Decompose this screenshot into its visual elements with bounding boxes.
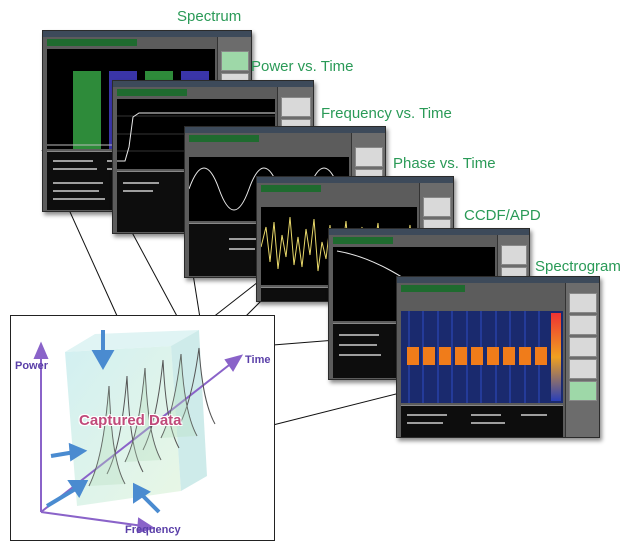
capture-arrows [45,330,161,514]
spectrogram-softkeys [565,283,599,437]
spectrum-label: Spectrum [177,8,242,25]
frequency-vs-time-label: Frequency vs. Time [321,105,452,122]
spectrum-bar [73,71,101,149]
spectrogram-bursts [407,347,547,365]
power-axis-label: Power [15,360,49,372]
window-header [261,185,321,192]
window-titlebar [257,177,453,183]
spectral-traces [88,347,216,487]
window-titlebar [43,31,251,37]
time-axis-label: Time [245,354,271,366]
spectrogram-screenshot [396,276,600,438]
power-trace [117,112,275,162]
spectrogram-plot [401,311,563,403]
phase-vs-time-label: Phase vs. Time [393,155,496,172]
spectrogram-info [401,405,563,437]
spectrogram-label: Spectrogram [535,258,621,275]
capture-slab [65,346,181,506]
ccdf-apd-label: CCDF/APD [464,207,541,224]
captured-data-illustration [33,330,244,534]
window-titlebar [397,277,599,283]
window-header [117,89,187,96]
captured-data-diagram: Power Time Frequency Captured Data [10,315,275,541]
spectrogram-color-scale [551,313,561,401]
power-vs-time-label: Power vs. Time [251,58,354,75]
window-titlebar [329,229,529,235]
frequency-axis [40,511,144,527]
window-titlebar [185,127,385,133]
window-header [333,237,393,244]
window-titlebar [113,81,313,87]
window-header [47,39,137,46]
window-header [189,135,259,142]
window-header [401,285,465,292]
captured-data-label: Captured Data [79,412,182,429]
frequency-axis-label: Frequency [125,524,181,536]
